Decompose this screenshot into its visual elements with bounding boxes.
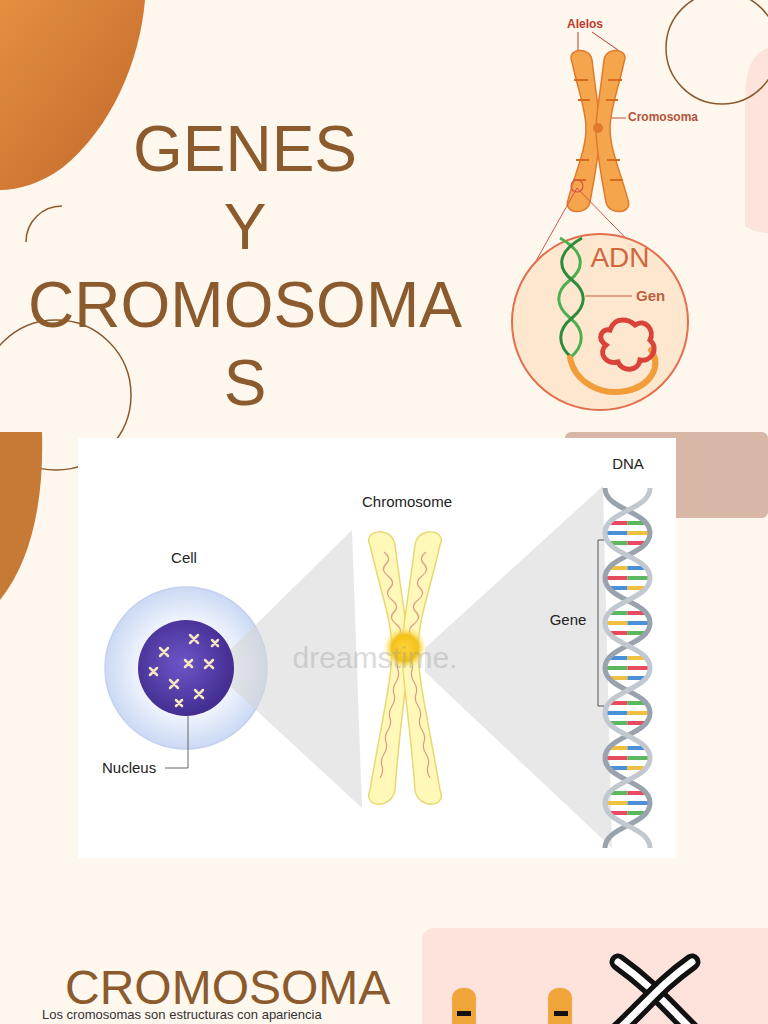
zoom-circle — [512, 234, 688, 410]
part-label: ADN — [590, 242, 649, 274]
part-label: Nucleus — [102, 759, 156, 776]
base-pair — [628, 801, 651, 805]
base-pair — [628, 621, 651, 625]
base-pair — [628, 711, 651, 715]
dna-backbone — [605, 488, 650, 848]
base-pair — [628, 666, 651, 670]
base-pair — [605, 666, 628, 670]
base-pair — [605, 801, 628, 805]
part-label: Gen — [636, 287, 665, 304]
leader-line — [165, 716, 188, 768]
side-blob — [0, 432, 42, 600]
body-text: Los cromosomas son estructuras con apari… — [42, 1008, 322, 1023]
twisted-chromosome-icon — [618, 962, 692, 1024]
dna-backbone — [605, 488, 650, 848]
part-label: DNA — [612, 455, 644, 472]
dna-ribbon — [570, 350, 655, 392]
base-pair — [628, 756, 651, 760]
part-label: Chromosome — [362, 493, 452, 510]
twisted-chromosome-icon — [618, 962, 692, 1024]
cell-nucleus — [138, 620, 234, 716]
slide-title: GENES Y CROMOSOMAS — [15, 110, 475, 422]
base-pair — [605, 756, 628, 760]
base-pair — [605, 621, 628, 625]
twisted-chromosome-icon — [618, 962, 692, 1024]
dna-coil-line — [410, 658, 430, 778]
twisted-chromosome-icon — [618, 962, 692, 1024]
leader-line — [611, 118, 626, 119]
decor-ring — [666, 0, 768, 104]
chromosome-icon — [548, 988, 572, 1024]
leader-line — [578, 32, 618, 50]
base-pair — [628, 576, 651, 580]
base-pair — [628, 531, 651, 535]
mini-chromosome — [150, 635, 218, 706]
dna-coil — [601, 320, 654, 369]
dna-coil-line — [380, 658, 400, 778]
base-pair — [605, 711, 628, 715]
decor-arc — [26, 206, 62, 242]
leader-line — [585, 295, 632, 296]
chromosome-band — [554, 1011, 568, 1016]
chromosome-band — [573, 80, 623, 180]
dna-strand — [561, 238, 584, 358]
chromosome-band — [457, 1011, 471, 1016]
watermark: dreamstime. — [292, 641, 457, 676]
centromere — [593, 123, 603, 133]
pink-blob — [745, 48, 768, 233]
picture-frame — [78, 438, 676, 858]
zoom-marker — [571, 180, 583, 192]
part-label: Cell — [171, 549, 197, 566]
gene-bracket — [598, 540, 604, 706]
part-label: Alelos — [567, 18, 603, 32]
base-pair — [605, 576, 628, 580]
corner-blob — [0, 0, 145, 190]
chromosome-icon — [452, 988, 476, 1024]
part-label: Cromosoma — [628, 111, 698, 125]
pink-panel — [422, 928, 768, 1024]
part-label: Gene — [550, 611, 587, 628]
base-pair — [605, 531, 628, 535]
